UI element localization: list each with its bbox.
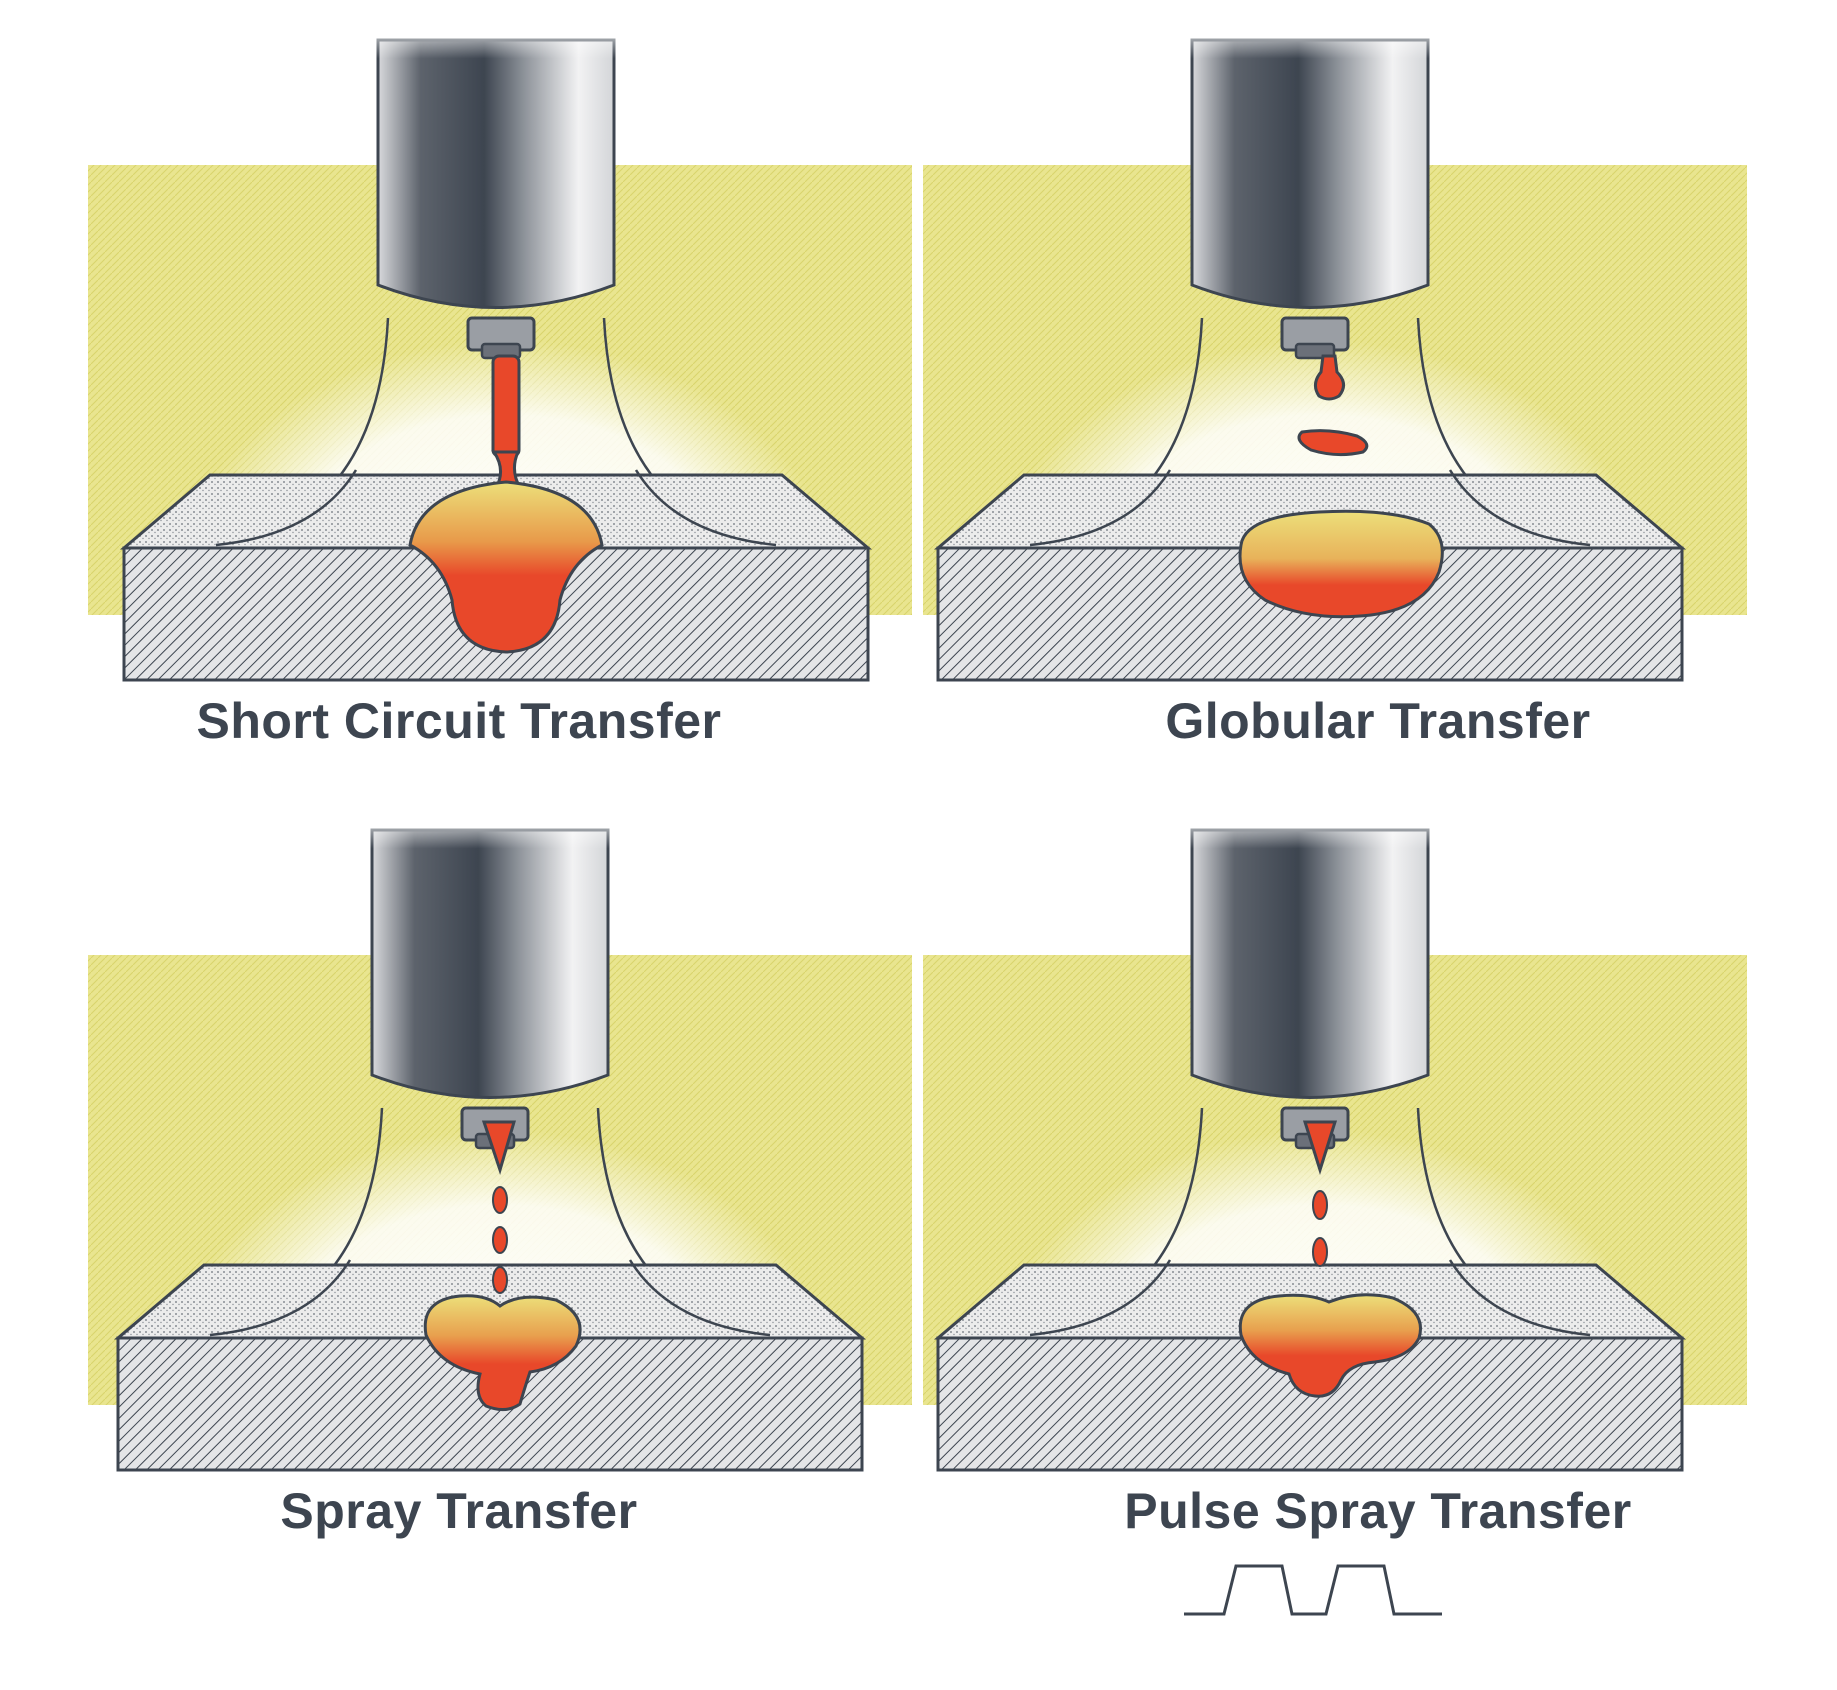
welding-scene [923, 810, 1747, 1580]
spray-droplet [492, 1186, 508, 1214]
weld-pool [408, 480, 604, 654]
short-circuit-wire-and-pool [408, 354, 604, 654]
electrode-wire [491, 354, 521, 458]
arc-contact-right [628, 1259, 771, 1337]
wire-taper [481, 1120, 516, 1176]
spray-droplets-and-pool [423, 1120, 582, 1411]
weld-pool [423, 1294, 582, 1411]
spray-droplet [1312, 1237, 1328, 1267]
weld-pool [1238, 1293, 1422, 1398]
short-circuit-illustration [88, 20, 912, 790]
globular-illustration [923, 20, 1747, 790]
arc-contact-left [215, 469, 358, 547]
nozzle-top-fade [368, 810, 612, 920]
pulse-droplets-and-pool [1238, 1120, 1422, 1398]
spray-droplet [492, 1226, 508, 1254]
spray-droplet [1312, 1190, 1328, 1220]
arc-contact-right [1448, 469, 1591, 547]
globule-falling [1297, 429, 1369, 457]
wire-taper [1302, 1120, 1338, 1176]
spray-droplet [492, 1266, 508, 1294]
weld-pool [1238, 509, 1444, 619]
nozzle-top-fade [1188, 20, 1432, 130]
arc-contact-left [1029, 469, 1172, 547]
globular-droplets-and-pool [1238, 354, 1444, 619]
arc-contact-right [634, 469, 777, 547]
arc-contact-right [1448, 1259, 1591, 1337]
welding-scene [923, 20, 1747, 790]
caption-spray: Spray Transfer [280, 1483, 638, 1539]
nozzle-top-fade [1188, 810, 1432, 920]
caption-globular: Globular Transfer [1165, 693, 1591, 749]
droplet-forming [1314, 354, 1345, 401]
square-pulse-waveform-icon [1184, 1564, 1442, 1616]
panel-pulse-spray-transfer: Pulse Spray Transfer [919, 790, 1837, 1635]
arc-contact-left [1029, 1259, 1172, 1337]
nozzle-top-fade [374, 20, 618, 130]
caption-pulse-spray: Pulse Spray Transfer [1124, 1483, 1632, 1539]
pulse-spray-illustration [923, 810, 1747, 1580]
panel-short-circuit-transfer: Short Circuit Transfer [0, 0, 918, 845]
panel-globular-transfer: Globular Transfer [919, 0, 1837, 845]
panel-spray-transfer: Spray Transfer [0, 790, 918, 1635]
spray-illustration [88, 810, 912, 1580]
arc-contact-left [209, 1259, 352, 1337]
caption-short-circuit: Short Circuit Transfer [196, 693, 722, 749]
